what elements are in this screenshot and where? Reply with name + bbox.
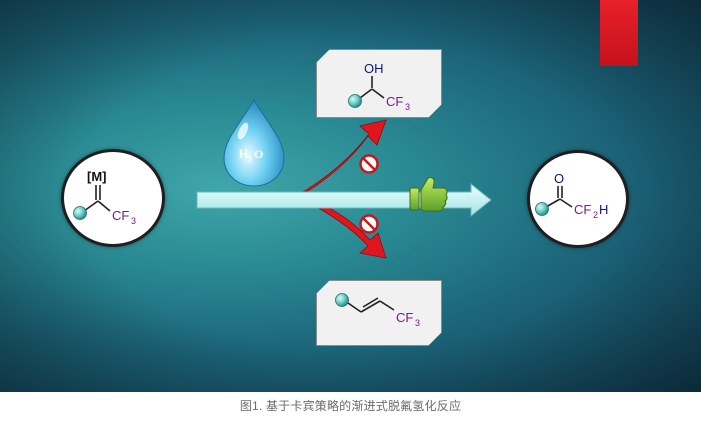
product-cf-label: CF xyxy=(574,202,591,217)
alkene-cf-sub: 3 xyxy=(415,318,420,328)
alcohol-structure: OH CF 3 xyxy=(348,61,410,112)
no-symbol-icon xyxy=(359,154,379,174)
figure-caption: 图1. 基于卡宾策略的渐进式脱氟氢化反应 xyxy=(239,399,462,413)
scheme-figure: H 2 O [M] CF 3 O CF 2 H xyxy=(0,0,701,392)
alkene-structure: CF 3 xyxy=(335,293,420,328)
product-h-label: H xyxy=(599,202,608,217)
no-symbol-icon xyxy=(359,214,379,234)
product-structure: O CF 2 H xyxy=(535,171,608,220)
water-label-h: H xyxy=(239,147,248,161)
alcohol-cf-label: CF xyxy=(386,94,403,109)
aryl-ball-icon xyxy=(73,206,87,220)
water-drop-icon: H 2 O xyxy=(223,99,285,187)
red-diverging-arrows xyxy=(295,119,387,259)
alcohol-side-product-card xyxy=(316,49,442,118)
alcohol-oh-label: OH xyxy=(364,61,384,76)
product-cf-sub: 2 xyxy=(593,210,598,220)
alkene-side-product-card xyxy=(316,280,442,346)
substrate-metal-label: [M] xyxy=(87,169,107,184)
substrate-disc xyxy=(61,149,165,247)
thumbs-up-icon xyxy=(409,177,448,212)
main-reaction-arrow xyxy=(196,182,492,218)
substrate-cf-sub: 3 xyxy=(131,216,136,226)
product-disc xyxy=(527,150,629,248)
aryl-ball-icon xyxy=(535,202,549,216)
scheme-graphics: H 2 O [M] CF 3 O CF 2 H xyxy=(73,61,608,328)
red-bookmark-tab xyxy=(600,0,638,66)
substrate-structure: [M] CF 3 xyxy=(73,169,136,226)
aryl-ball-icon xyxy=(348,94,362,108)
alkene-cf-label: CF xyxy=(396,310,413,325)
substrate-cf-label: CF xyxy=(112,208,129,223)
water-label-o: O xyxy=(254,147,263,161)
aryl-ball-icon xyxy=(335,293,349,307)
product-o-label: O xyxy=(554,171,564,186)
water-label-sub: 2 xyxy=(248,155,252,164)
alcohol-cf-sub: 3 xyxy=(405,102,410,112)
